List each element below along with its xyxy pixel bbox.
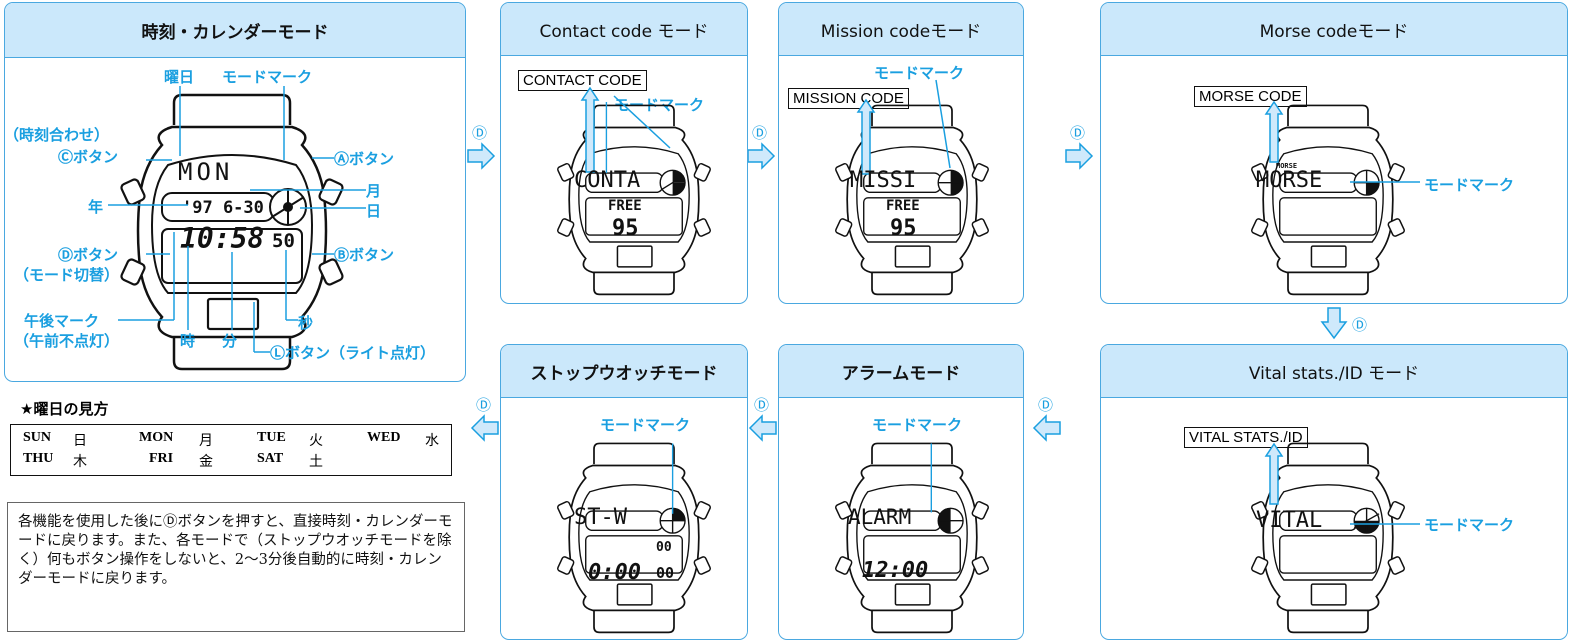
lcd-top: VITAL — [1256, 508, 1323, 533]
panel-title: Contact code モード — [501, 3, 747, 56]
lcd-seconds: 50 — [272, 230, 295, 252]
d-arrow-left: Ⓓ — [470, 396, 499, 442]
weekday-guide-title: ★曜日の見方 — [20, 400, 109, 418]
label-day: 日 — [366, 202, 382, 220]
contact-code-box: CONTACT CODE — [518, 70, 647, 91]
weekday-en: SAT — [257, 451, 284, 466]
weekday-jp: 土 — [309, 455, 323, 470]
label-mode-mark: モードマーク — [600, 416, 691, 434]
label-mode-mark: モードマーク — [874, 64, 965, 82]
lcd-top: ST-W — [574, 505, 627, 530]
lcd-date: '97 6-30 — [182, 198, 264, 218]
weekday-en: SUN — [23, 430, 52, 445]
weekday-jp: 金 — [199, 455, 213, 470]
label-hour: 時 — [180, 332, 196, 350]
d-arrow-right: Ⓓ — [467, 124, 496, 170]
weekday-en: MON — [139, 430, 174, 445]
d-arrow-label: Ⓓ — [472, 124, 487, 142]
d-arrow-left: Ⓓ — [748, 396, 777, 442]
label-d-button: Ⓓボタン — [58, 246, 119, 264]
panel-title: アラームモード — [779, 345, 1023, 398]
vital-pointer — [1264, 442, 1420, 525]
weekday-en: WED — [367, 430, 401, 445]
d-arrow-right: Ⓓ — [1065, 124, 1094, 170]
weekday-guide-table: SUN 日 MON 月 TUE 火 WED 水 THU 木 FRI 金 SAT … — [10, 424, 452, 476]
label-mode-switch: （モード切替） — [14, 266, 120, 284]
mission-code-box: MISSION CODE — [788, 88, 909, 109]
lcd-bottom: 95 — [890, 216, 917, 241]
lcd-mid: FREE — [886, 198, 920, 214]
label-l-button: Ⓛボタン（ライト点灯） — [270, 344, 436, 362]
mission-watch — [834, 104, 990, 296]
label-b-button: Ⓑボタン — [334, 246, 395, 264]
weekday-jp: 火 — [309, 434, 323, 449]
svg-text:Ⓓ: Ⓓ — [1038, 396, 1053, 414]
panel-title: Mission codeモード — [779, 3, 1023, 56]
note-text: 各機能を使用した後にⒹボタンを押すと、直接時刻・カレンダーモードに戻ります。また… — [7, 502, 465, 632]
lcd-small: MORSE — [1276, 162, 1298, 170]
lcd-mid: FREE — [608, 198, 642, 214]
weekday-jp: 木 — [73, 455, 87, 470]
weekday-jp: 水 — [425, 434, 439, 449]
svg-text:Ⓓ: Ⓓ — [752, 124, 767, 142]
lcd-bottom: 0:00 — [588, 560, 641, 585]
mission-pointer — [856, 79, 951, 175]
label-month: 月 — [366, 182, 382, 200]
weekday-en: TUE — [257, 430, 286, 445]
lcd-bottom-small: 00 — [656, 564, 675, 582]
panel-title: Morse codeモード — [1101, 3, 1567, 56]
weekday-en: FRI — [149, 451, 174, 466]
label-a-button: Ⓐボタン — [334, 150, 395, 168]
d-arrow-down: Ⓓ — [1320, 307, 1367, 340]
d-arrow-right: Ⓓ — [747, 124, 776, 170]
panel-title: 時刻・カレンダーモード — [5, 3, 465, 58]
contact-watch — [556, 102, 712, 296]
d-arrow-left: Ⓓ — [1032, 396, 1061, 442]
svg-text:Ⓓ: Ⓓ — [754, 396, 769, 414]
lcd-top: MORSE — [1256, 168, 1323, 193]
lcd-top: MISSI — [850, 168, 917, 193]
label-c-button: Ⓒボタン — [58, 148, 119, 166]
panel-title: ストップウオッチモード — [501, 345, 747, 398]
label-year: 年 — [88, 198, 104, 216]
time-calendar-watch — [118, 93, 346, 371]
lcd-weekday: MON — [178, 158, 234, 186]
lcd-top: CONTA — [574, 168, 641, 193]
label-mode-mark: モードマーク — [872, 416, 963, 434]
label-mode-mark: モードマーク — [1424, 176, 1515, 194]
svg-text:Ⓓ: Ⓓ — [1070, 124, 1085, 142]
weekday-jp: 月 — [199, 434, 213, 449]
lcd-small: 00 — [656, 540, 672, 555]
panel-title: Vital stats./ID モード — [1101, 345, 1567, 398]
lcd-time: 10:58 — [180, 222, 265, 255]
morse-code-box: MORSE CODE — [1194, 86, 1307, 107]
label-minute: 分 — [222, 332, 238, 350]
morse-pointer — [1264, 100, 1420, 183]
label-weekday: 曜日 — [164, 68, 195, 86]
alarm-watch — [834, 442, 990, 634]
label-pm-mark: 午後マーク — [24, 312, 100, 330]
label-mode-mark: モードマーク — [1424, 516, 1515, 534]
svg-text:Ⓓ: Ⓓ — [476, 396, 491, 414]
label-mode-mark: モードマーク — [222, 68, 313, 86]
label-second: 秒 — [298, 314, 314, 332]
vital-stats-box: VITAL STATS./ID — [1184, 427, 1308, 448]
weekday-jp: 日 — [73, 434, 87, 449]
contact-pointer — [580, 86, 671, 173]
lcd-bottom: 12:00 — [862, 558, 929, 583]
time-panel-leader-lines — [108, 86, 366, 353]
weekday-en: THU — [23, 451, 54, 466]
label-am-off: （午前不点灯） — [14, 332, 120, 350]
label-time-set: （時刻合わせ） — [4, 126, 110, 144]
lcd-top: ALARM — [848, 505, 912, 529]
lcd-bottom: 95 — [612, 216, 639, 241]
vital-stats-panel: Vital stats./ID モード — [1100, 344, 1568, 640]
svg-text:Ⓓ: Ⓓ — [1352, 316, 1367, 334]
stopwatch-watch — [556, 442, 712, 634]
